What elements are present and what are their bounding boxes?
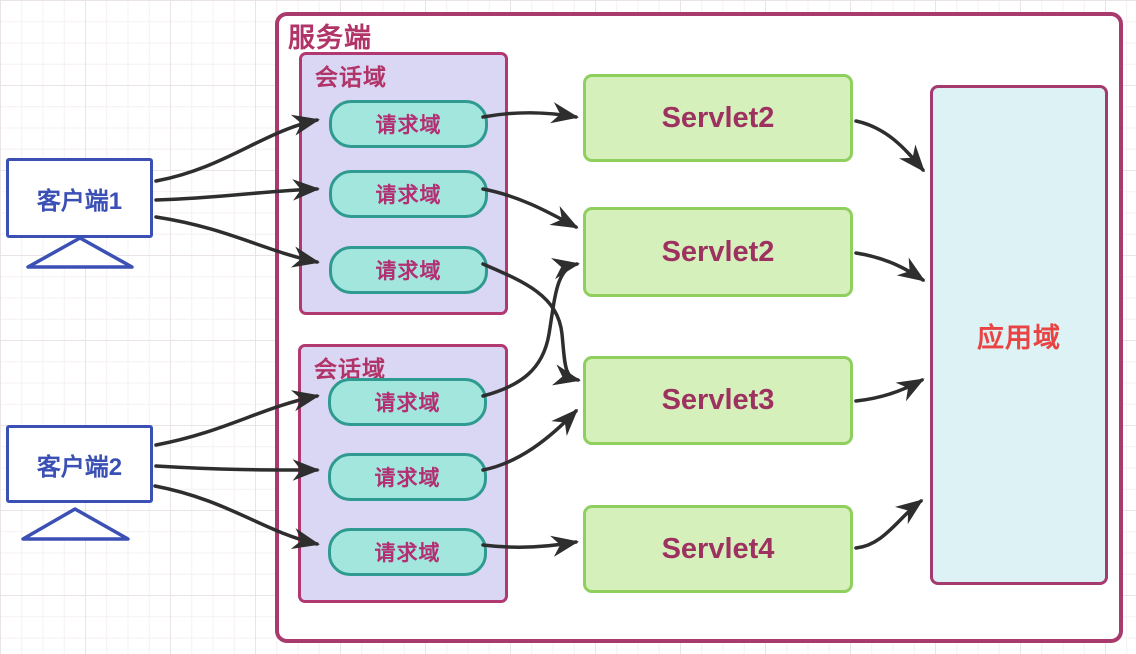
request-scope-pill: 请求域 bbox=[328, 378, 487, 426]
request-scope-pill: 请求域 bbox=[329, 100, 488, 148]
request-scope-pill: 请求域 bbox=[329, 170, 488, 218]
monitor-stand-icon bbox=[21, 507, 130, 541]
application-scope-box: 应用域 bbox=[930, 85, 1108, 585]
request-scope-pill: 请求域 bbox=[328, 528, 487, 576]
request-scope-pill: 请求域 bbox=[329, 246, 488, 294]
session-scope-2-box: 会话域 请求域 请求域 请求域 bbox=[298, 344, 508, 603]
application-scope-label: 应用域 bbox=[977, 322, 1061, 353]
client-1-label: 客户端1 bbox=[36, 187, 123, 215]
client-2-label: 客户端2 bbox=[36, 453, 123, 481]
servlet-node-2: Servlet2 bbox=[583, 207, 853, 297]
session-scope-1-title: 会话域 bbox=[315, 64, 387, 90]
client-1-node: 客户端1 bbox=[6, 158, 153, 238]
session-scope-1-box: 会话域 请求域 请求域 请求域 bbox=[299, 52, 508, 315]
client-2-node: 客户端2 bbox=[6, 425, 153, 503]
server-scope-title: 服务端 bbox=[288, 23, 372, 53]
request-scope-pill: 请求域 bbox=[328, 453, 487, 501]
session-scope-2-title: 会话域 bbox=[314, 356, 386, 382]
servlet-node-4: Servlet4 bbox=[583, 505, 853, 593]
servlet-node-3: Servlet3 bbox=[583, 356, 853, 445]
monitor-stand-icon bbox=[26, 236, 134, 269]
servlet-node-1: Servlet2 bbox=[583, 74, 853, 162]
